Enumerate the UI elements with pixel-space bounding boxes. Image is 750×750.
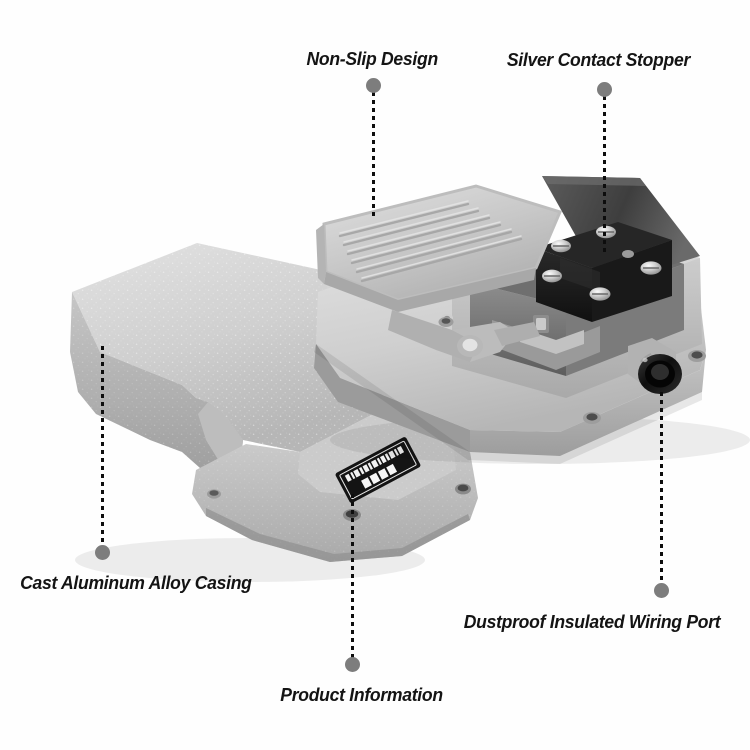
- leader-line-cast-aluminum-alloy-casing: [101, 346, 104, 551]
- foot-switch-art: [314, 176, 750, 464]
- hinge-lever: [388, 310, 540, 362]
- callout-label-cast-aluminum-alloy-casing: Cast Aluminum Alloy Casing: [20, 572, 252, 593]
- callout-label-product-information: Product Information: [280, 684, 443, 705]
- leader-line-silver-contact-stopper: [603, 96, 606, 256]
- leader-dot-dustproof-insulated-wiring-port: [654, 583, 669, 598]
- leader-dot-silver-contact-stopper: [597, 82, 612, 97]
- wiring-port-gland: [628, 338, 682, 394]
- callout-label-silver-contact-stopper: Silver Contact Stopper: [506, 49, 691, 70]
- terminal-block: [536, 222, 672, 322]
- leader-dot-product-information: [345, 657, 360, 672]
- anti-slip-pedal: [316, 184, 563, 312]
- product-nameplate: [335, 437, 421, 503]
- leader-line-product-information: [351, 494, 354, 659]
- callout-label-dustproof-insulated-wiring-port: Dustproof Insulated Wiring Port: [463, 611, 721, 632]
- leader-dot-cast-aluminum-alloy-casing: [95, 545, 110, 560]
- silver-contact-screws: [542, 225, 662, 301]
- leader-dot-non-slip-design: [366, 78, 381, 93]
- leader-line-dustproof-insulated-wiring-port: [660, 392, 663, 587]
- leader-line-non-slip-design: [372, 92, 375, 220]
- callout-label-non-slip-design: Non-Slip Design: [306, 48, 438, 69]
